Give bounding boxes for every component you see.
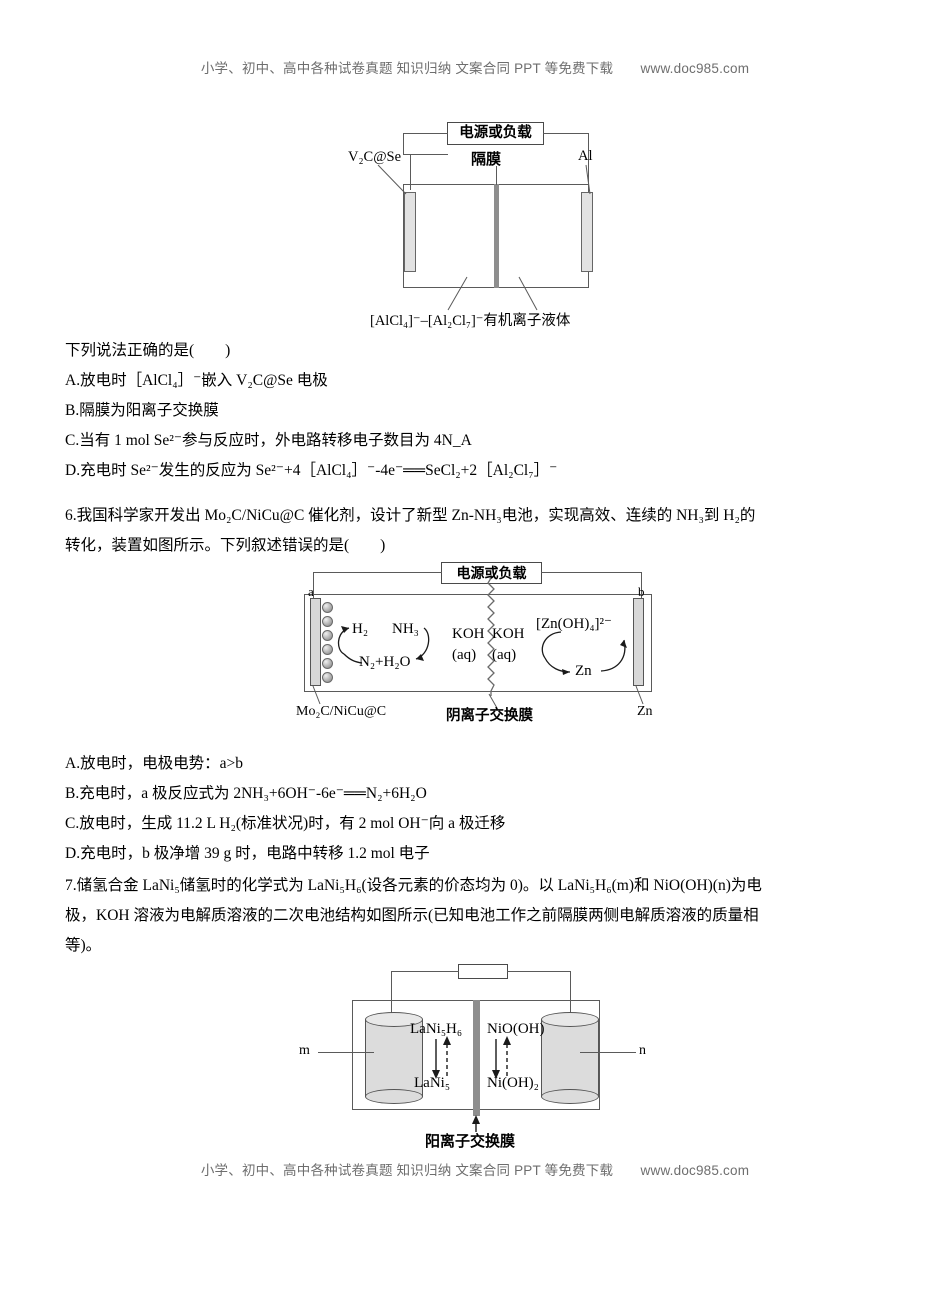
fig1-left-electrode-label: V₂C@Se <box>348 149 402 165</box>
question6-stem-line1: 6.我国科学家开发出 Mo₂C/NiCu@C 催化剂，设计了新型 Zn‑NH₃电… <box>65 507 756 524</box>
fig3-left-top-species: LaNi₅H₆ <box>410 1021 463 1037</box>
fig3-left-cyl-bottom <box>365 1089 423 1104</box>
fig3-right-bottom-species: Ni(OH)₂ <box>487 1075 539 1091</box>
question5-block: 下列说法正确的是( ) A.放电时［AlCl₄］⁻嵌入 V₂C@Se 电极 B.… <box>65 336 887 486</box>
question7-stem-block: 7.储氢合金 LaNi₅储氢时的化学式为 LaNi₅H₆(设各元素的价态均为 0… <box>65 871 887 961</box>
question5-option-a: A.放电时［AlCl₄］⁻嵌入 V₂C@Se 电极 <box>65 372 328 389</box>
question6-options-block: A.放电时，电极电势：a>b B.充电时，a 极反应式为 2NH₃+6OH⁻-6… <box>65 749 887 869</box>
fig2-right-electrode-label: Zn <box>637 704 653 719</box>
fig1-electrolyte-label: [AlCl₄]⁻–[Al₂Cl₇]⁻有机离子液体 <box>370 313 571 329</box>
fig3-wire-left-v <box>391 971 392 1023</box>
fig1-separator-leader <box>496 166 497 185</box>
fig2-wire-left-v <box>313 572 314 598</box>
fig2-koh-left-line2: (aq) <box>452 647 477 663</box>
fig3-right-cyl-body <box>541 1019 599 1097</box>
fig2-species-zn: Zn <box>575 663 592 679</box>
question7-line2: 极，KOH 溶液为电解质溶液的二次电池结构如图所示(已知电池工作之前隔膜两侧电解… <box>65 907 759 924</box>
question7-line3: 等)。 <box>65 937 102 954</box>
fig2-catalyst-bead <box>322 672 333 683</box>
fig2-catalyst-bead <box>322 630 333 641</box>
fig3-wire-right-v <box>570 971 571 1023</box>
watermark-bottom: 小学、初中、高中各种试卷真题 知识归纳 文案合同 PPT 等免费下载 www.d… <box>200 1163 750 1178</box>
fig1-right-electrode-label: Al <box>578 148 593 164</box>
fig2-species-nh3: NH₃ <box>392 621 419 637</box>
fig2-right-electrode <box>633 598 644 686</box>
question7-line1: 7.储氢合金 LaNi₅储氢时的化学式为 LaNi₅H₆(设各元素的价态均为 0… <box>65 877 762 894</box>
fig3-membrane-label: 阳离子交换膜 <box>425 1133 516 1150</box>
fig1-wire-left-top <box>403 133 448 134</box>
fig3-wire-right-h <box>507 971 571 972</box>
question6-stem-block: 6.我国科学家开发出 Mo₂C/NiCu@C 催化剂，设计了新型 Zn‑NH₃电… <box>65 501 887 561</box>
fig2-membrane-label: 阴离子交换膜 <box>446 708 533 724</box>
fig1-separator-membrane <box>494 184 499 288</box>
fig2-species-h2: H₂ <box>352 621 369 637</box>
fig3-terminal-n-lead <box>580 1052 636 1053</box>
fig3-cation-exchange-membrane <box>473 1000 480 1116</box>
fig2-left-electrode <box>310 598 321 686</box>
fig3-left-electrode-cylinder <box>365 1012 423 1104</box>
question6-option-c: C.放电时，生成 11.2 L H₂(标准状况)时，有 2 mol OH⁻向 a… <box>65 815 506 832</box>
fig2-catalyst-bead <box>322 658 333 669</box>
question6-option-d: D.充电时，b 极净增 39 g 时，电路中转移 1.2 mol 电子 <box>65 845 430 862</box>
fig3-left-cyl-body <box>365 1019 423 1097</box>
question5-stem: 下列说法正确的是( ) <box>65 342 231 359</box>
fig3-right-top-species: NiO(OH) <box>487 1021 545 1037</box>
watermark-top: 小学、初中、高中各种试卷真题 知识归纳 文案合同 PPT 等免费下载 www.d… <box>200 61 750 76</box>
fig2-catalyst-bead <box>322 616 333 627</box>
question5-option-d: D.充电时 Se²⁻发生的反应为 Se²⁻+4［AlCl₄］⁻-4e⁻══SeC… <box>65 462 558 479</box>
question6-stem-line2: 转化，装置如图所示。下列叙述错误的是( ) <box>65 537 386 554</box>
question5-option-b: B.隔膜为阳离子交换膜 <box>65 402 219 419</box>
figure-al-se-battery-diagram: 电源或负载 V₂C@Se 隔膜 Al [AlCl₄]⁻–[Al₂Cl₇]⁻有机离… <box>0 122 950 329</box>
fig2-anion-exchange-membrane <box>487 578 495 696</box>
fig3-terminal-n-label: n <box>639 1043 646 1058</box>
fig2-koh-right-line2: (aq) <box>492 647 517 663</box>
fig3-wire-left-h <box>391 971 459 972</box>
fig2-catalyst-bead <box>322 602 333 613</box>
fig1-wire-left-v-up <box>403 133 404 155</box>
fig2-left-electrode-label: Mo₂C/NiCu@C <box>296 704 387 719</box>
fig2-wire-left-h <box>313 572 442 573</box>
fig1-left-electrode <box>404 192 416 272</box>
question6-option-b: B.充电时，a 极反应式为 2NH₃+6OH⁻-6e⁻══N₂+6H₂O <box>65 785 427 802</box>
fig3-right-electrode-cylinder <box>541 1012 599 1104</box>
fig3-left-bottom-species: LaNi₅ <box>414 1075 451 1091</box>
fig1-separator-label: 隔膜 <box>471 151 502 168</box>
fig2-koh-left-line1: KOH <box>452 626 485 642</box>
fig1-wire-right-top <box>543 133 589 134</box>
question6-option-a: A.放电时，电极电势：a>b <box>65 755 243 772</box>
fig1-wire-left-down <box>410 154 411 190</box>
fig2-wire-right-v <box>641 572 642 598</box>
figure-zn-nh3-battery-diagram: 电源或负载 a b <box>0 562 950 730</box>
fig1-wire-left-h <box>403 154 448 155</box>
fig3-left-cyl-top <box>365 1012 423 1027</box>
fig2-power-source-box: 电源或负载 <box>441 562 542 584</box>
fig2-cell-container <box>304 594 652 692</box>
fig1-right-electrode <box>581 192 593 272</box>
fig1-power-source-box: 电源或负载 <box>447 122 544 145</box>
fig3-right-cyl-top <box>541 1012 599 1027</box>
fig3-right-cyl-bottom <box>541 1089 599 1104</box>
fig3-terminal-m-label: m <box>299 1043 310 1058</box>
fig2-catalyst-bead <box>322 644 333 655</box>
fig3-resistor <box>458 964 508 979</box>
fig2-terminal-a-label: a <box>308 584 314 599</box>
question5-option-c: C.当有 1 mol Se²⁻参与反应时，外电路转移电子数目为 4N_A <box>65 432 472 449</box>
fig2-terminal-b-label: b <box>638 584 645 599</box>
fig1-wire-right-down <box>588 133 589 190</box>
fig2-wire-right-h <box>541 572 642 573</box>
fig3-terminal-m-lead <box>318 1052 374 1053</box>
fig2-species-zn-oh-4: [Zn(OH)₄]²⁻ <box>536 616 612 632</box>
fig2-species-n2-h2o: N₂+H₂O <box>359 654 411 670</box>
figure-nimh-battery-diagram: m n LaNi₅H₆ LaNi₅ NiO(OH) Ni(OH)₂ 阳离子交换膜 <box>0 960 950 1150</box>
fig2-koh-right-line1: KOH <box>492 626 525 642</box>
